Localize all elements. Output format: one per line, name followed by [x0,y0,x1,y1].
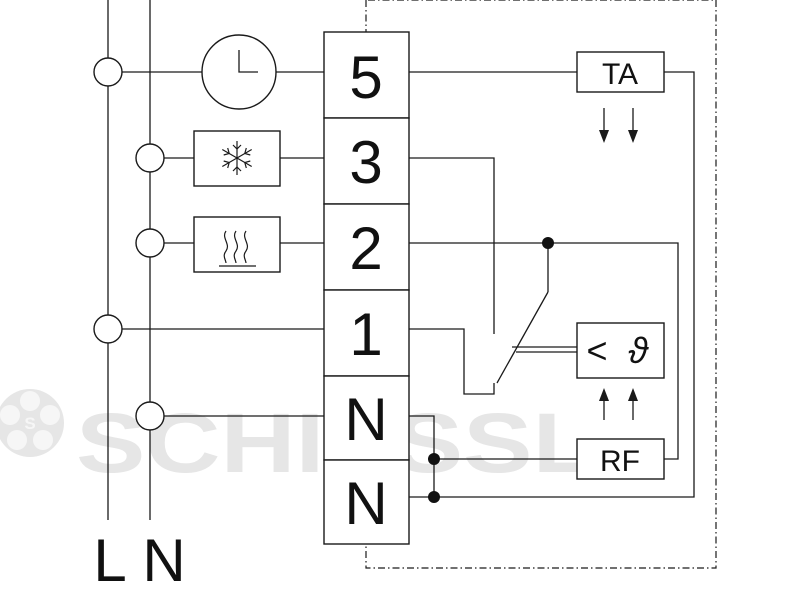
terminal-n-upper: N [344,386,387,453]
terminal-block: 5 3 2 1 N N [323,31,410,545]
ta-down-arrows [599,108,638,143]
watermark-logo: S [0,389,64,457]
terminal-3: 3 [349,129,382,196]
terminal-n-lower: N [344,470,387,537]
temperature-sensor-box: < ϑ [576,322,665,379]
junction-n-upper [428,453,440,465]
sensor-up-arrows [599,388,638,420]
sensor-theta: ϑ [628,330,649,371]
rail-label-l: L [93,527,126,594]
tap-l-terminal-1 [93,314,123,344]
clock-icon [201,34,277,110]
tap-l-clock [93,57,123,87]
rf-box: RF [576,438,665,480]
terminal-1: 1 [349,301,382,368]
tap-n-heating [135,228,165,258]
junction-terminal-2 [542,237,554,249]
tap-n-terminal-n [135,401,165,431]
tap-n-cooling [135,143,165,173]
terminal-2: 2 [349,215,382,282]
ta-box: TA [576,51,665,93]
terminal-5: 5 [349,44,382,111]
heating-waves-icon [193,216,281,273]
rail-taps [93,57,165,431]
ta-label: TA [602,58,638,91]
switch-arm [496,291,549,384]
rf-label: RF [600,445,640,478]
watermark: S SCHIESSL [0,389,596,490]
rail-label-n: N [142,527,185,594]
sensor-less-than: < [586,330,607,371]
watermark-logo-letter: S [24,414,35,433]
cooling-snowflake-icon [193,130,281,187]
junction-n-lower [428,491,440,503]
